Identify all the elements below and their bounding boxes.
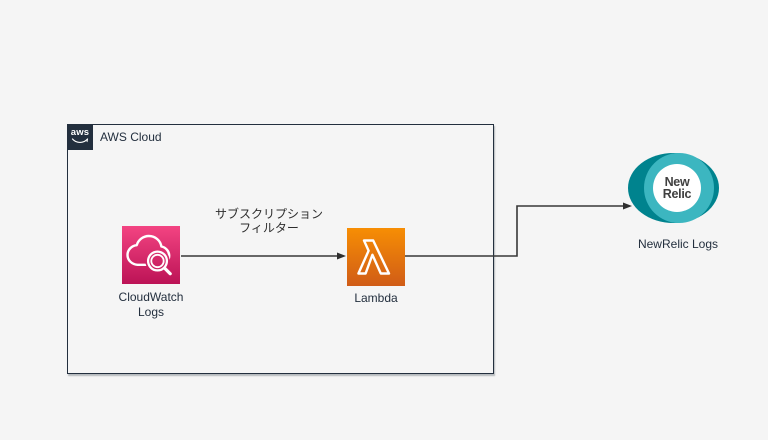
lambda-label: Lambda (354, 291, 398, 305)
newrelic-logo-text: New Relic (662, 175, 692, 201)
cloudwatch-logs-label: CloudWatch Logs (91, 290, 211, 320)
subscription-filter-label-line2: フィルター (239, 221, 299, 235)
newrelic-logo-text-line2: Relic (662, 187, 692, 201)
aws-logo-text: aws (70, 127, 90, 138)
lambda-icon (347, 228, 405, 286)
newrelic-logo-center: New Relic (653, 164, 701, 212)
cloudwatch-logs-label-line2: Logs (137, 305, 165, 319)
subscription-filter-label: サブスクリプション フィルター (199, 207, 339, 235)
aws-cloud-group-label: AWS Cloud (100, 130, 162, 144)
cloudwatch-logs-label-line1: CloudWatch (118, 290, 184, 304)
newrelic-logo: New Relic (628, 153, 719, 223)
cloudwatch-logs-icon (122, 226, 180, 284)
subscription-filter-label-line1: サブスクリプション (214, 207, 323, 221)
aws-smile-icon (71, 138, 89, 144)
lambda-glyph (357, 239, 391, 275)
aws-logo: aws (67, 124, 93, 150)
newrelic-logo-text-line1: New (664, 175, 690, 189)
cloud-magnifier-glyph (126, 234, 172, 276)
newrelic-logs-label: NewRelic Logs (637, 237, 719, 251)
newrelic-logo-ring: New Relic (644, 153, 714, 223)
